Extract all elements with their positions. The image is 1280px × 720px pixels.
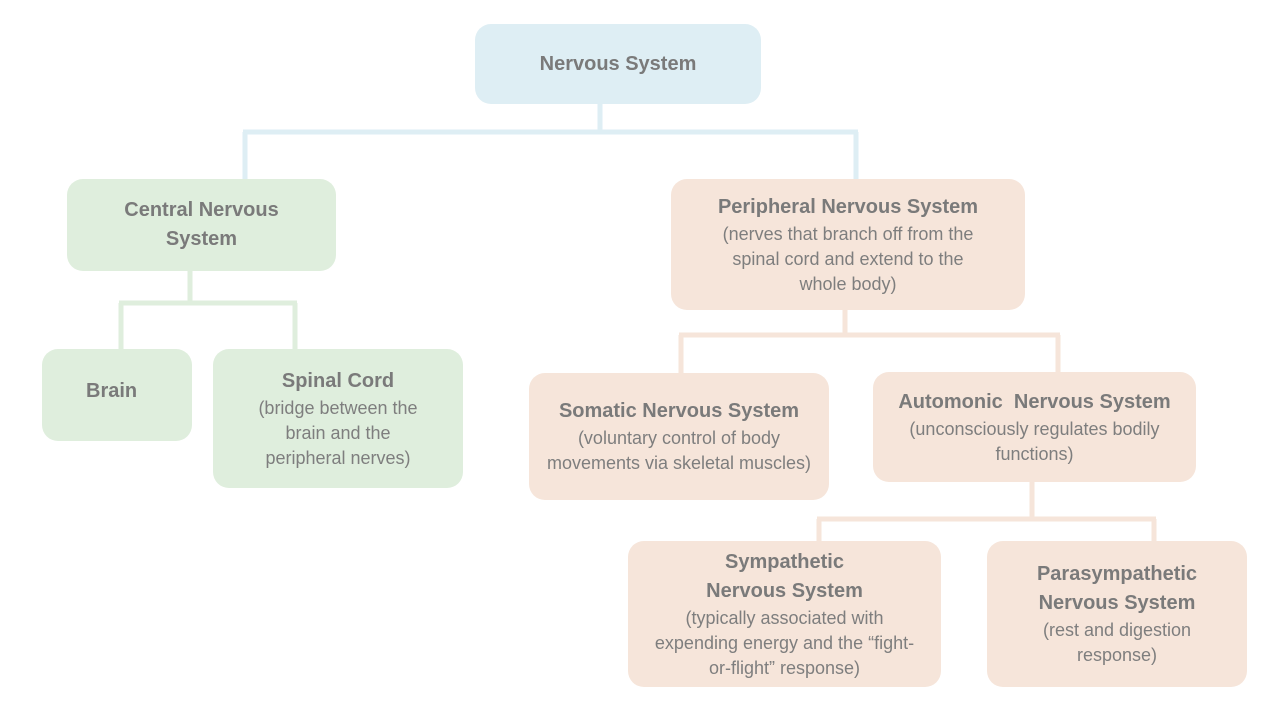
title-line: Sympathetic [725,550,844,573]
node-brain: Brain [42,349,192,441]
node-description: (rest and digestion response) [1043,618,1191,668]
node-description: (voluntary control of body movements via… [547,426,811,476]
description-line: or-flight” response) [708,657,861,678]
node-title: Spinal Cord [282,367,394,396]
description-line: whole body) [799,273,897,294]
node-parasympathetic-nervous-system: Parasympathetic Nervous System (rest and… [987,541,1247,687]
description-line: peripheral nerves) [265,447,411,468]
description-line: (bridge between the [258,397,418,418]
node-title: Sympathetic Nervous System [706,548,863,606]
autonomic-connector [816,482,1157,541]
description-line: functions) [995,443,1074,464]
node-description: (typically associated with expending ene… [655,606,914,681]
node-spinal-cord: Spinal Cord (bridge between the brain an… [213,349,463,488]
title-line: Nervous System [1038,592,1196,614]
node-title: Parasympathetic Nervous System [1037,560,1197,618]
title-line: Automonic Nervous System [898,390,1171,413]
node-description: (unconsciously regulates bodily function… [909,417,1159,467]
title-line: Nervous System [706,579,863,602]
node-central-nervous-system: Central Nervous System [67,179,336,271]
node-title: Automonic Nervous System [898,388,1170,417]
description-line: (rest and digestion [1042,620,1192,640]
node-title: Brain [86,377,137,406]
description-line: (unconsciously regulates bodily [909,418,1160,439]
description-line: (typically associated with [685,607,884,628]
title-line: Brain [86,379,138,402]
peripheral-connector [678,310,1061,373]
node-title: Peripheral Nervous System [718,193,978,222]
title-line: Parasympathetic [1036,563,1198,585]
description-line: movements via skeletal muscles) [546,453,812,473]
root-connector [242,104,859,179]
description-line: (voluntary control of body [577,428,781,448]
description-line: brain and the [285,422,391,443]
node-nervous-system: Nervous System [475,24,761,104]
node-title: Central Nervous System [124,196,279,254]
node-title: Nervous System [540,50,697,79]
node-somatic-nervous-system: Somatic Nervous System (voluntary contro… [529,373,829,500]
node-description: (nerves that branch off from the spinal … [723,222,974,297]
description-line: spinal cord and extend to the [732,248,964,269]
node-autonomic-nervous-system: Automonic Nervous System (unconsciously … [873,372,1196,482]
description-line: expending energy and the “fight- [654,632,915,653]
description-line: (nerves that branch off from the [722,223,974,244]
description-line: response) [1076,645,1158,665]
title-line: Somatic Nervous System [558,400,800,422]
title-line: Spinal Cord [281,369,395,392]
node-description: (bridge between the brain and the periph… [258,396,417,471]
title-line: Peripheral Nervous System [717,195,979,218]
title-line: System [165,228,238,250]
title-line: Nervous System [539,52,697,75]
node-title: Somatic Nervous System [559,397,799,426]
title-line: Central Nervous [124,199,279,221]
node-sympathetic-nervous-system: Sympathetic Nervous System (typically as… [628,541,941,687]
node-peripheral-nervous-system: Peripheral Nervous System (nerves that b… [671,179,1025,310]
central-connector [118,271,298,349]
